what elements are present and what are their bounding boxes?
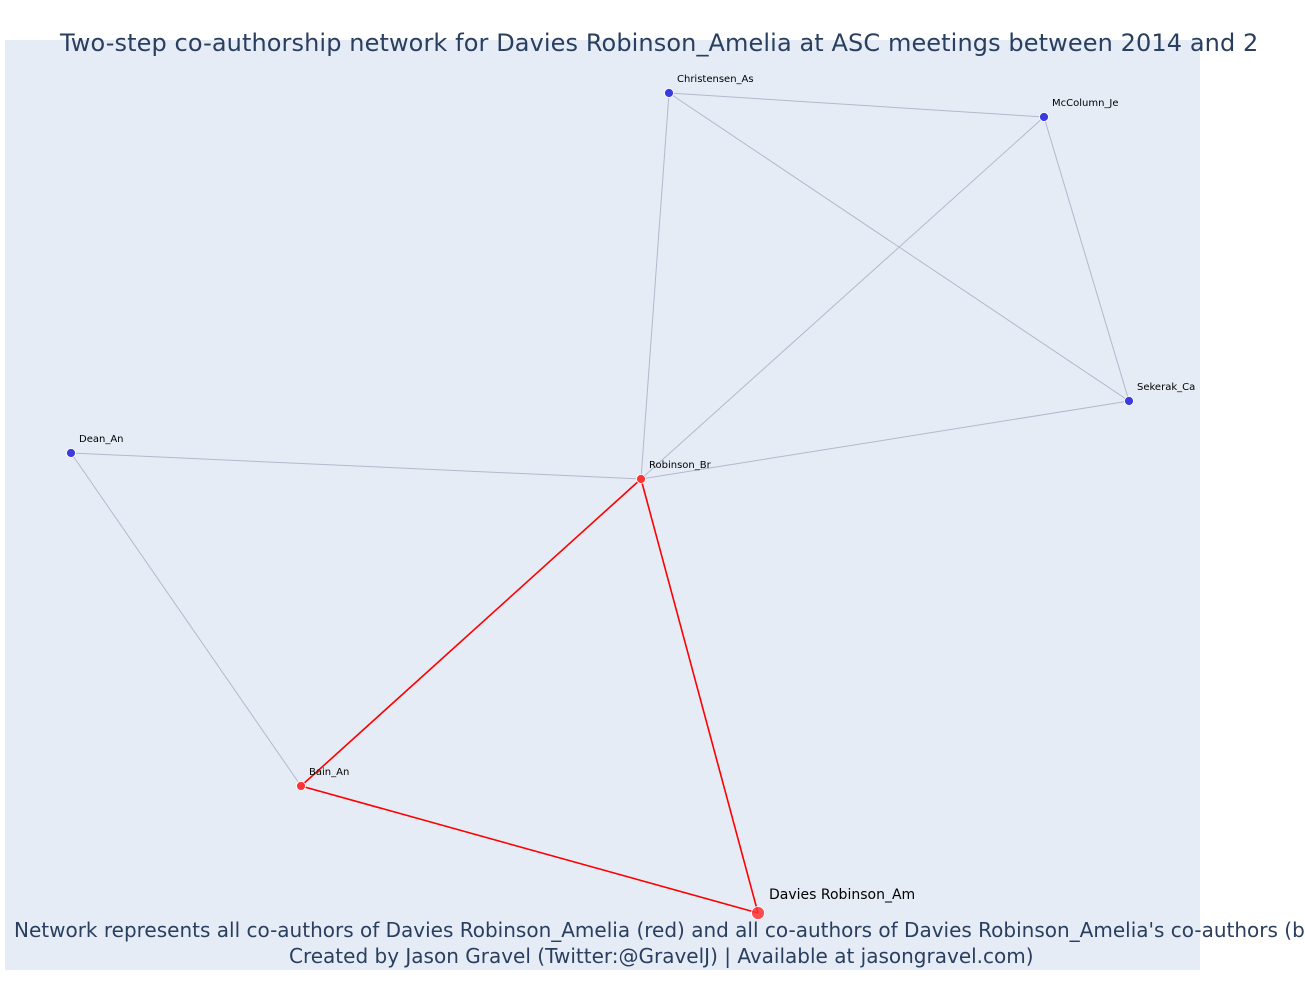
footer-credit: Created by Jason Gravel (Twitter:@Gravel… [289, 944, 1034, 968]
edge-dean-robinson [70, 452, 642, 480]
edge-bain-davies [300, 785, 759, 914]
edge-mccolumn-robinson [640, 116, 1045, 480]
edges-layer [70, 92, 1130, 914]
node-robinson[interactable] [636, 474, 646, 484]
edge-dean-bain [70, 452, 302, 787]
figure-title: Two-step co-authorship network for Davie… [60, 29, 1259, 57]
nodes-layer [66, 88, 1134, 920]
network-graph: Christensen_AsMcColumn_JeSekerak_CaDean_… [66, 74, 1195, 920]
node-mccolumn[interactable] [1039, 112, 1049, 122]
footer-description: Network represents all co-authors of Dav… [14, 918, 1305, 942]
edge-mccolumn-sekerak [1043, 116, 1130, 402]
node-sekerak[interactable] [1124, 396, 1134, 406]
labels-layer: Christensen_AsMcColumn_JeSekerak_CaDean_… [79, 74, 1195, 903]
node-label-christensen: Christensen_As [677, 74, 754, 85]
edge-sekerak-robinson [640, 400, 1130, 480]
edge-robinson-bain [300, 478, 642, 787]
node-label-dean: Dean_An [79, 434, 124, 445]
node-christensen[interactable] [664, 88, 674, 98]
edge-robinson-davies [640, 478, 759, 914]
node-label-mccolumn: McColumn_Je [1052, 98, 1119, 109]
node-label-robinson: Robinson_Br [649, 460, 712, 471]
node-label-bain: Bain_An [309, 767, 349, 778]
node-davies[interactable] [751, 906, 765, 920]
node-label-sekerak: Sekerak_Ca [1137, 382, 1195, 393]
node-label-davies: Davies Robinson_Am [769, 887, 915, 903]
edge-christensen-mccolumn [668, 92, 1045, 118]
plot-area [5, 40, 1200, 970]
node-bain[interactable] [296, 781, 306, 791]
edge-christensen-robinson [640, 92, 670, 480]
node-dean[interactable] [66, 448, 76, 458]
